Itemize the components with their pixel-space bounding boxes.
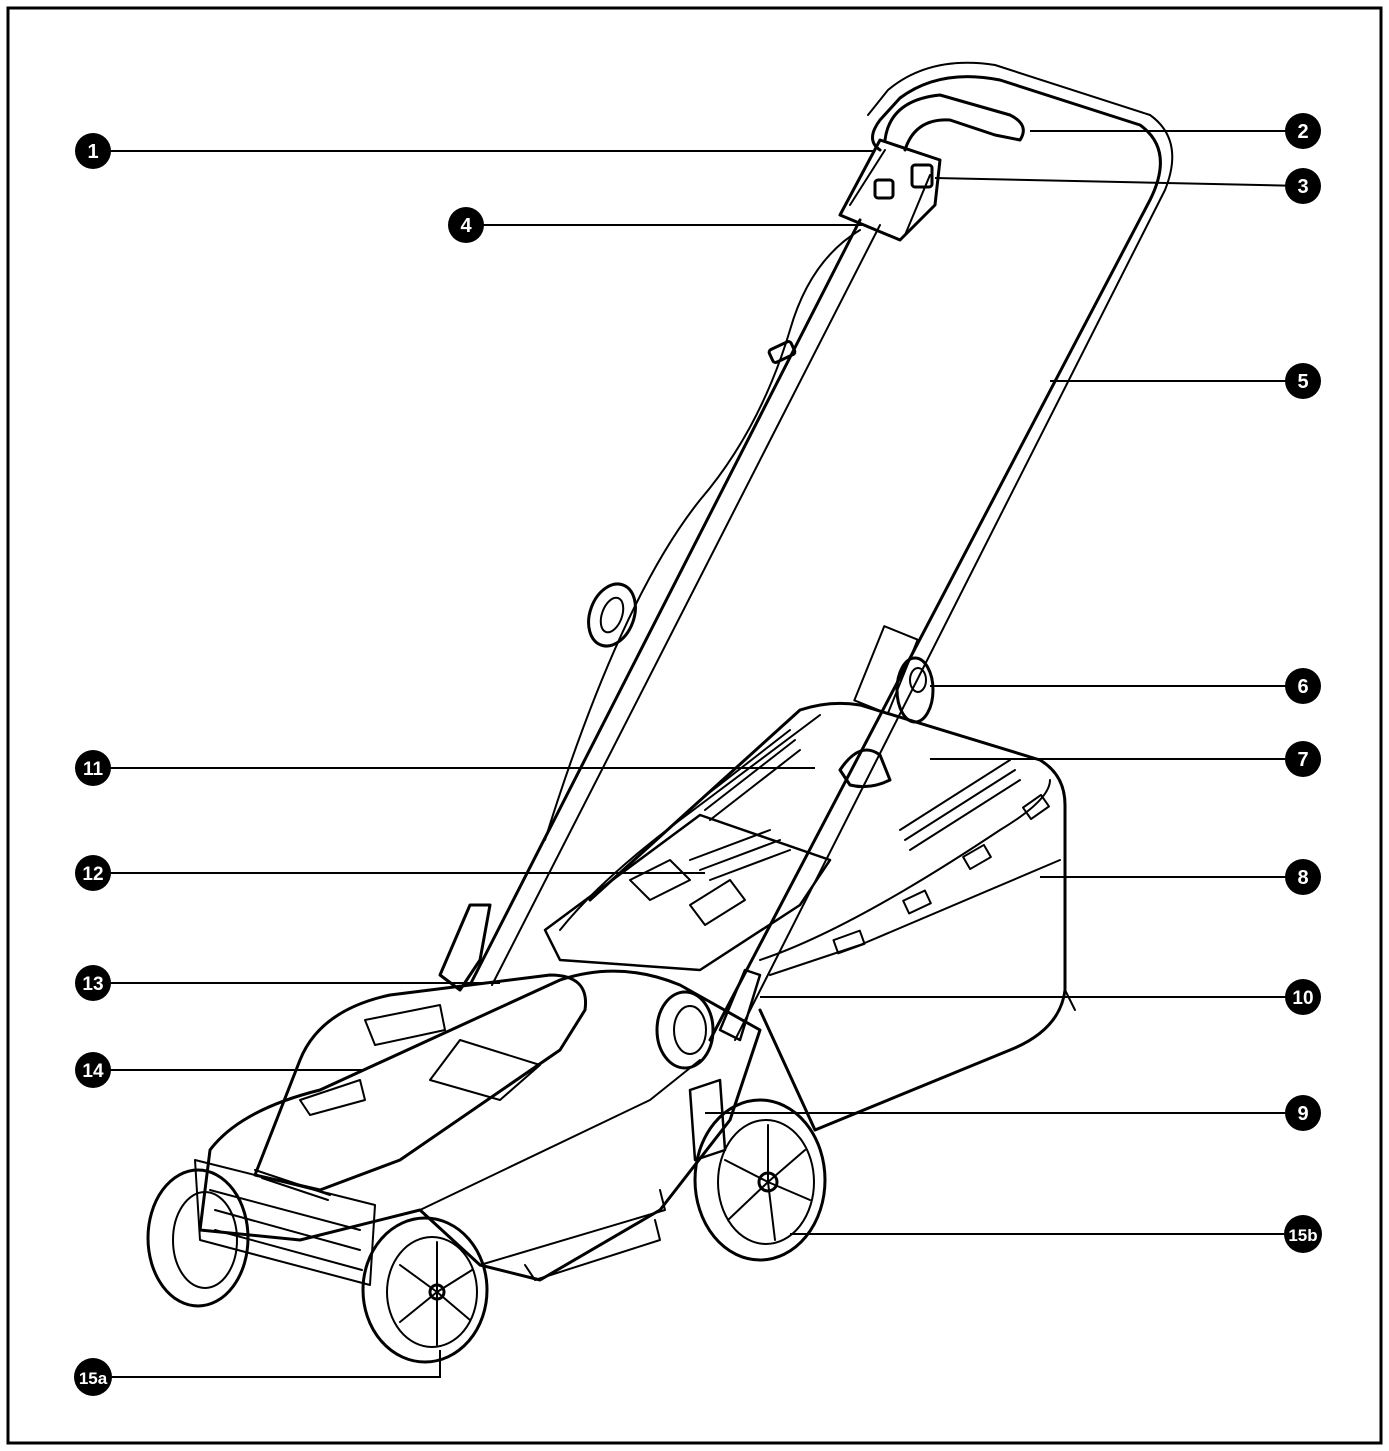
callout-9-label: 9 xyxy=(1297,1103,1308,1125)
callout-8: 8 xyxy=(1285,859,1321,895)
callout-12-label: 12 xyxy=(82,864,103,885)
callout-badges: 1 2 3 4 5 6 7 8 9 10 11 12 13 14 15a 15b xyxy=(74,113,1322,1396)
callout-5-label: 5 xyxy=(1297,371,1308,393)
leader-lines xyxy=(93,130,1304,1378)
callout-10-label: 10 xyxy=(1292,988,1313,1009)
front-right-wheel xyxy=(361,1216,489,1364)
callout-7-label: 7 xyxy=(1297,749,1308,771)
front-guard xyxy=(194,1159,376,1286)
grass-box-handle xyxy=(838,748,892,789)
motor-cover xyxy=(253,973,588,1192)
lawnmower-illustration xyxy=(146,61,1174,1364)
callout-4: 4 xyxy=(448,207,484,243)
rear-height-adjuster xyxy=(688,1078,727,1162)
diagram-border xyxy=(6,6,1383,1445)
rear-axle-knob xyxy=(655,990,715,1070)
callout-9: 9 xyxy=(1285,1095,1321,1131)
callout-10: 10 xyxy=(1285,979,1321,1015)
callout-13: 13 xyxy=(75,965,111,1001)
handle-left-tube-inner xyxy=(491,224,881,986)
callout-6-label: 6 xyxy=(1297,676,1308,698)
handle-left-tube xyxy=(468,218,862,987)
callout-7: 7 xyxy=(1285,741,1321,777)
rear-flap xyxy=(543,813,832,972)
callout-4-label: 4 xyxy=(460,215,472,237)
leader-3 xyxy=(934,177,1304,187)
callout-8-label: 8 xyxy=(1297,867,1308,889)
callout-3: 3 xyxy=(1285,168,1321,204)
handle-inner-tube xyxy=(734,61,1174,1041)
quick-release-knob-left xyxy=(587,582,637,648)
switch-box xyxy=(838,138,942,242)
callout-15a-label: 15a xyxy=(79,1369,108,1388)
handle-outer-tube xyxy=(708,75,1162,1042)
callout-13-label: 13 xyxy=(82,974,103,995)
callout-15b: 15b xyxy=(1284,1215,1322,1253)
callout-11-label: 11 xyxy=(83,759,104,780)
callout-2: 2 xyxy=(1285,113,1321,149)
handle-clamp xyxy=(718,968,762,1042)
callout-1: 1 xyxy=(75,133,111,169)
callout-6: 6 xyxy=(1285,668,1321,704)
leader-15a xyxy=(93,1350,441,1378)
height-adjust-lever xyxy=(438,903,492,992)
callout-11: 11 xyxy=(75,750,111,786)
rear-wheel xyxy=(693,1098,827,1262)
callout-12: 12 xyxy=(75,855,111,891)
callout-2-label: 2 xyxy=(1297,121,1308,143)
callout-3-label: 3 xyxy=(1297,176,1308,198)
grass-box xyxy=(588,701,1067,1132)
handle-cable xyxy=(544,229,861,841)
mower-deck xyxy=(198,969,762,1282)
callout-14: 14 xyxy=(75,1052,111,1088)
callout-1-label: 1 xyxy=(87,141,98,163)
safety-lever xyxy=(883,93,1025,152)
callout-5: 5 xyxy=(1285,363,1321,399)
front-left-wheel xyxy=(146,1168,250,1308)
callout-15b-label: 15b xyxy=(1288,1226,1317,1245)
callout-15a: 15a xyxy=(74,1358,112,1396)
callout-14-label: 14 xyxy=(82,1061,104,1082)
